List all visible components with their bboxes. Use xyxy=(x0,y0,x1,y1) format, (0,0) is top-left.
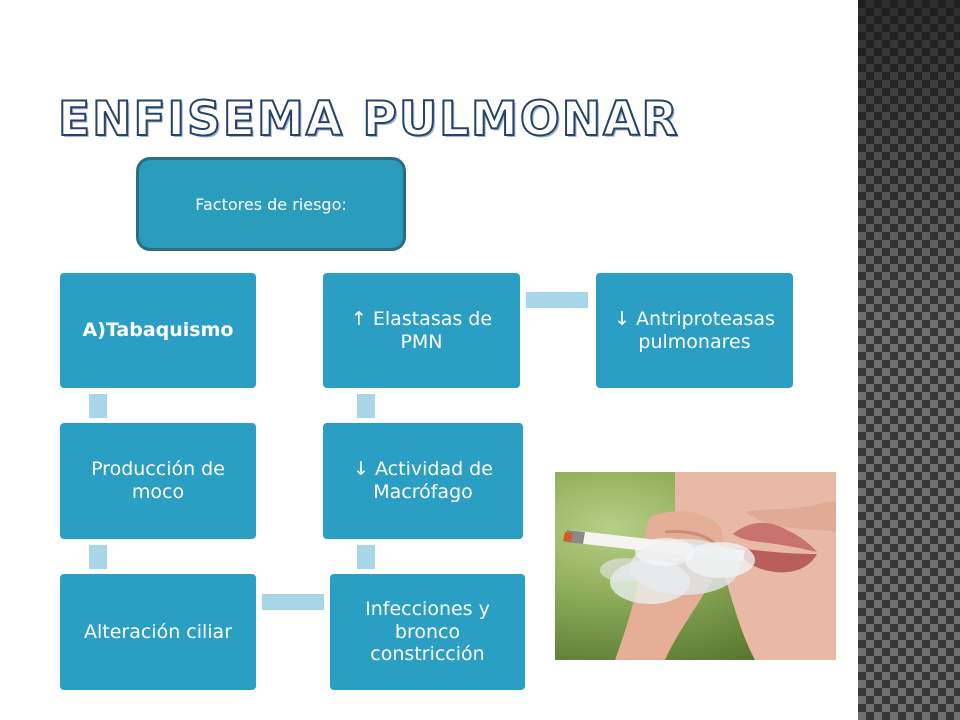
node-elastasas-label: ↑ Elastasas de PMN xyxy=(350,307,493,353)
node-tabaquismo: A)Tabaquismo xyxy=(60,273,256,388)
node-alteracion-ciliar-label: Alteración ciliar xyxy=(83,620,233,643)
smoking-illustration xyxy=(563,472,836,660)
slide-title: Enfisema pulmonar xyxy=(57,91,680,148)
connector-elastasas-antiproteasas xyxy=(526,292,588,308)
root-node-risk-factors: Factores de riesgo: xyxy=(136,157,406,251)
node-tabaquismo-label: A)Tabaquismo xyxy=(82,319,234,342)
node-antiproteasas-label: ↓ Antriproteasas pulmonares xyxy=(614,307,775,353)
node-macrofago: ↓ Actividad de Macrófago xyxy=(323,423,523,539)
node-infecciones: Infecciones y bronco constricción xyxy=(330,574,525,690)
connector-infecciones-macrofago xyxy=(357,545,375,569)
node-infecciones-label: Infecciones y bronco constricción xyxy=(365,597,490,666)
connector-moco-alteracion xyxy=(89,545,107,569)
node-antiproteasas: ↓ Antriproteasas pulmonares xyxy=(596,273,793,388)
node-alteracion-ciliar: Alteración ciliar xyxy=(60,574,256,690)
node-elastasas: ↑ Elastasas de PMN xyxy=(323,273,520,388)
root-node-label: Factores de riesgo: xyxy=(195,194,347,214)
node-macrofago-label: ↓ Actividad de Macrófago xyxy=(353,458,493,503)
node-produccion-moco-label: Producción de moco xyxy=(91,458,225,503)
connector-alteracion-infecciones xyxy=(262,594,324,610)
connector-tabaquismo-moco xyxy=(89,394,107,418)
connector-macrofago-elastasas xyxy=(357,394,375,418)
decorative-checker-strip xyxy=(858,0,960,720)
node-produccion-moco: Producción de moco xyxy=(60,423,256,539)
smoking-woman-photo xyxy=(555,472,836,660)
